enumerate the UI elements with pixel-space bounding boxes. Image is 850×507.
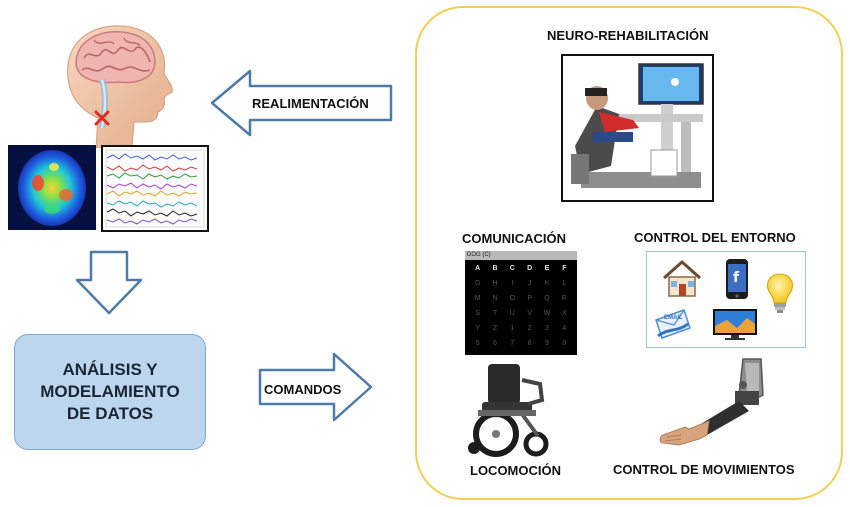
speller-cell: S <box>475 310 480 317</box>
prosthetic-arm-icon <box>659 358 764 446</box>
speller-cell: 4 <box>562 325 567 332</box>
speller-cell: 3 <box>545 325 549 332</box>
applications-panel <box>415 6 843 500</box>
speller-cell: E <box>544 265 550 272</box>
speller-cell: U <box>509 310 515 317</box>
speller-cell: C <box>509 265 515 272</box>
speller-title: DOG (C) <box>465 251 577 260</box>
speller-cell: 8 <box>527 340 532 347</box>
lesion-marker-icon <box>94 110 110 126</box>
head-brain-icon <box>67 25 173 148</box>
speller-cell: 2 <box>527 325 532 332</box>
speller-cell: 7 <box>510 340 515 347</box>
neuro-rehab-label: NEURO-REHABILITACIÓN <box>547 28 709 43</box>
facebook-app-label: f <box>733 270 740 286</box>
speller-grid: DOG (C) A B C D E F G H I J K L M N O P … <box>465 251 577 355</box>
smartphone-icon <box>726 259 748 299</box>
speller-cell: I <box>511 280 514 287</box>
speller-cell: Y <box>475 325 480 332</box>
down-arrow <box>75 250 143 315</box>
analysis-box: ANÁLISIS Y MODELAMIENTO DE DATOS <box>14 334 206 450</box>
light-bulb-icon <box>767 273 793 313</box>
speller-cell: L <box>562 280 567 287</box>
email-icon <box>655 309 691 339</box>
speller-cell: W <box>543 310 551 317</box>
speller-cell: H <box>492 280 498 287</box>
email-label: EMAIL <box>664 315 683 321</box>
feedback-arrow <box>210 69 393 137</box>
communication-label: COMUNICACIÓN <box>462 231 566 246</box>
speller-cell: V <box>527 310 532 317</box>
speller-cell: A <box>475 265 481 272</box>
speller-cell: J <box>527 280 532 287</box>
television-icon <box>713 309 757 340</box>
wheelchair-icon <box>468 364 549 457</box>
eeg-signals-image <box>101 145 209 232</box>
commands-arrow <box>258 352 373 422</box>
speller-cell: X <box>561 310 567 317</box>
speller-cell: B <box>492 265 498 272</box>
speller-cell: Q <box>544 295 550 302</box>
speller-cell: 9 <box>545 340 549 347</box>
speller-cell: 6 <box>493 340 497 347</box>
brain-scan-image <box>8 145 96 230</box>
environment-control-label: CONTROL DEL ENTORNO <box>634 230 796 245</box>
house-icon <box>663 260 701 297</box>
movement-control-label: CONTROL DE MOVIMIENTOS <box>613 462 795 477</box>
speller-cell: 0 <box>562 340 567 347</box>
speller-cell: Z <box>492 325 498 332</box>
speller-cell: M <box>474 295 481 302</box>
speller-cell: T <box>492 310 498 317</box>
feedback-label: REALIMENTACIÓN <box>252 96 369 111</box>
rehab-robot-image <box>561 54 714 202</box>
speller-cell: R <box>561 295 567 302</box>
speller-cell: G <box>474 280 481 287</box>
speller-cell: K <box>544 280 550 287</box>
speller-cell: 5 <box>475 340 480 347</box>
commands-label: COMANDOS <box>264 382 342 397</box>
speller-cell: N <box>492 295 498 302</box>
analysis-label: ANÁLISIS Y MODELAMIENTO DE DATOS <box>40 360 180 423</box>
speller-cell: F <box>562 265 567 272</box>
locomotion-label: LOCOMOCIÓN <box>470 463 561 478</box>
speller-cell: O <box>509 295 516 302</box>
speller-cell: P <box>527 295 532 302</box>
speller-cell: 1 <box>510 325 515 332</box>
speller-cell: D <box>527 265 533 272</box>
